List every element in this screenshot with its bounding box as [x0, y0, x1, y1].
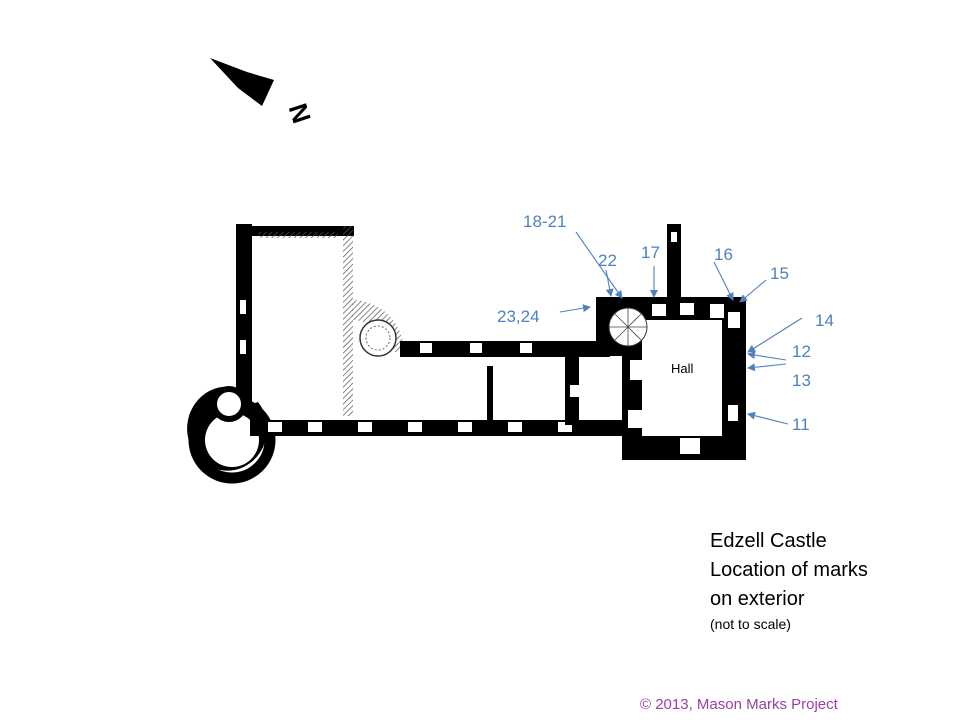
mark-label: 13 [792, 371, 811, 390]
mark-label: 16 [714, 245, 733, 264]
caption-title: Edzell Castle [710, 530, 827, 552]
west-tower [236, 224, 404, 416]
tower-house [596, 224, 746, 460]
mark-label: 12 [792, 342, 811, 361]
caption-note: (not to scale) [710, 616, 791, 632]
round-tower [187, 386, 276, 484]
room-label-hall: Hall [671, 361, 694, 376]
mark-label: 14 [815, 311, 834, 330]
mark-label: 23,24 [497, 307, 540, 326]
caption-line-3: on exterior [710, 588, 805, 610]
mark-label: 17 [641, 243, 660, 262]
mark-label: 22 [598, 251, 617, 270]
mark-arrows [559, 231, 803, 425]
copyright-notice: © 2013, Mason Marks Project [640, 696, 838, 713]
mark-label: 18-21 [523, 212, 566, 231]
north-label: N [283, 100, 317, 127]
mark-label: 11 [792, 415, 810, 434]
north-arrow-icon: N [210, 58, 317, 127]
long-range [250, 341, 630, 436]
mark-label: 15 [770, 264, 789, 283]
figure-caption: Edzell Castle Location of marks on exter… [710, 527, 868, 634]
caption-line-2: Location of marks [710, 559, 868, 581]
